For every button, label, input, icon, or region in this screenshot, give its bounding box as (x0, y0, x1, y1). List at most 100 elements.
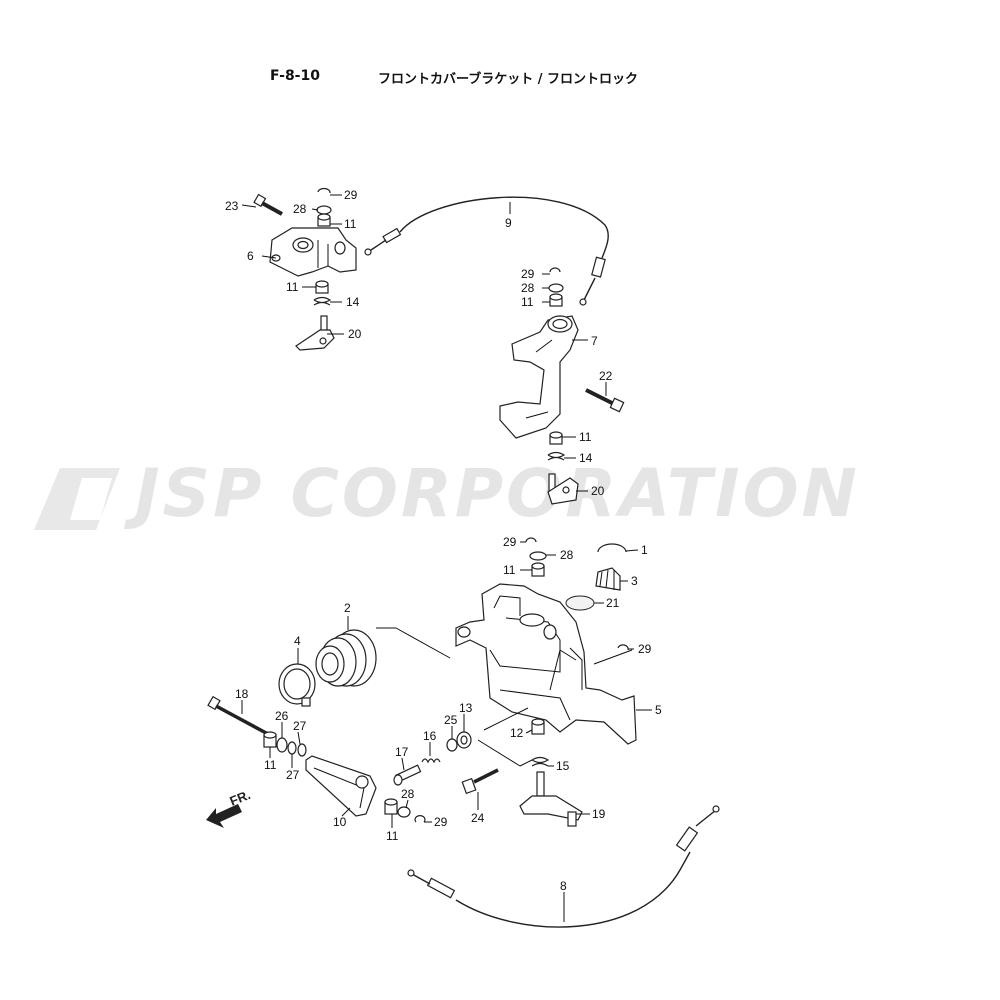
callout-11: 11 (579, 430, 592, 444)
cable-8 (407, 805, 720, 928)
washer-28-right (548, 283, 564, 293)
front-direction-arrow: FR. (206, 787, 253, 828)
callout-28: 28 (521, 281, 535, 295)
callout-26: 26 (275, 709, 289, 723)
callout-22: 22 (599, 369, 613, 383)
callout-16: 16 (423, 729, 437, 743)
callout-11: 11 (386, 829, 399, 843)
washer-28-top (316, 205, 332, 215)
upper-right-assembly (499, 267, 625, 505)
knob-3 (595, 567, 621, 591)
housing-5 (455, 583, 637, 745)
callout-11: 11 (344, 217, 357, 231)
bolt-22 (585, 388, 625, 413)
callout-27: 27 (293, 719, 307, 733)
washer-25 (446, 738, 458, 752)
callout-11: 11 (503, 563, 516, 577)
bolt-23 (253, 193, 283, 216)
diagram-title: フロントカバーブラケット / フロントロック (378, 72, 639, 87)
nut-11-bottom (384, 798, 398, 815)
callout-5: 5 (655, 703, 662, 717)
callout-28: 28 (293, 202, 307, 216)
callout-10: 10 (333, 815, 347, 829)
lock-lever-10 (305, 755, 377, 817)
washer-27-a (287, 741, 297, 755)
lower-assembly (207, 537, 637, 827)
callout-20: 20 (348, 327, 362, 341)
callout-8: 8 (560, 879, 567, 893)
washer-27-b (297, 743, 307, 757)
front-direction-label: FR. (228, 787, 253, 809)
pin-17 (393, 764, 422, 786)
spring-14-top (313, 296, 332, 306)
callout-2: 2 (344, 601, 351, 615)
clip-29-top (317, 187, 331, 194)
upper-left-assembly (253, 187, 357, 351)
lever-20-right (547, 473, 579, 505)
callout-25: 25 (444, 713, 458, 727)
washer-28-lower (529, 551, 547, 561)
callout-14: 14 (346, 295, 360, 309)
nut-11-left (263, 731, 277, 748)
callout-15: 15 (556, 759, 570, 773)
bracket-6 (269, 227, 357, 277)
callout-6: 6 (247, 249, 254, 263)
arm-7 (499, 315, 579, 439)
callout-29: 29 (434, 815, 448, 829)
callout-12: 12 (510, 726, 524, 740)
callout-29: 29 (344, 188, 358, 202)
callout-1: 1 (641, 543, 648, 557)
cap-21 (565, 595, 595, 611)
clip-29-housing (617, 644, 629, 651)
callout-11: 11 (286, 280, 299, 294)
lever-20-top (295, 315, 335, 351)
callout-17: 17 (395, 745, 409, 759)
clip-29-bottom (414, 815, 426, 823)
callout-24: 24 (471, 811, 485, 825)
callout-28: 28 (401, 787, 415, 801)
callout-23: 23 (225, 199, 239, 213)
band-4 (278, 663, 316, 707)
callout-14: 14 (579, 451, 593, 465)
bush-11-top (317, 213, 331, 227)
callout-29: 29 (638, 642, 652, 656)
bush-11-mid (315, 280, 329, 294)
callout-18: 18 (235, 687, 249, 701)
watermark-text: JSP CORPORATION (124, 455, 860, 532)
spring-clip-1 (597, 543, 627, 553)
callout-28: 28 (560, 548, 574, 562)
callout-21: 21 (606, 596, 620, 610)
callout-11: 11 (264, 758, 277, 772)
callout-11: 11 (521, 295, 534, 309)
callout-13: 13 (459, 701, 473, 715)
spring-15 (531, 756, 550, 767)
callout-7: 7 (591, 334, 598, 348)
callout-29: 29 (521, 267, 535, 281)
bush-12 (531, 718, 545, 735)
bolt-18 (207, 695, 269, 736)
callout-27: 27 (286, 768, 300, 782)
lever-19 (519, 771, 583, 827)
bush-11-right (549, 293, 563, 307)
callout-labels: 23 28 29 11 6 11 14 20 9 29 28 11 7 22 1… (225, 188, 662, 893)
spring-14-right (547, 451, 566, 461)
leader-lines (241, 194, 652, 922)
collar-13 (456, 731, 472, 749)
diagram-code: F-8-10 (270, 68, 320, 84)
cable-9 (364, 196, 609, 306)
callout-20: 20 (591, 484, 605, 498)
rubber-mount-2 (315, 629, 377, 687)
callout-19: 19 (592, 807, 606, 821)
bush-11-lower-right (549, 431, 563, 445)
clip-29-right (549, 267, 561, 273)
clip-29-lower (525, 537, 537, 543)
callout-29: 29 (503, 535, 517, 549)
bolt-24 (461, 768, 499, 795)
watermark: JSP CORPORATION (34, 455, 860, 532)
spring-16 (421, 758, 441, 764)
bush-11-lower (531, 562, 545, 577)
callout-9: 9 (505, 216, 512, 230)
callout-3: 3 (631, 574, 638, 588)
